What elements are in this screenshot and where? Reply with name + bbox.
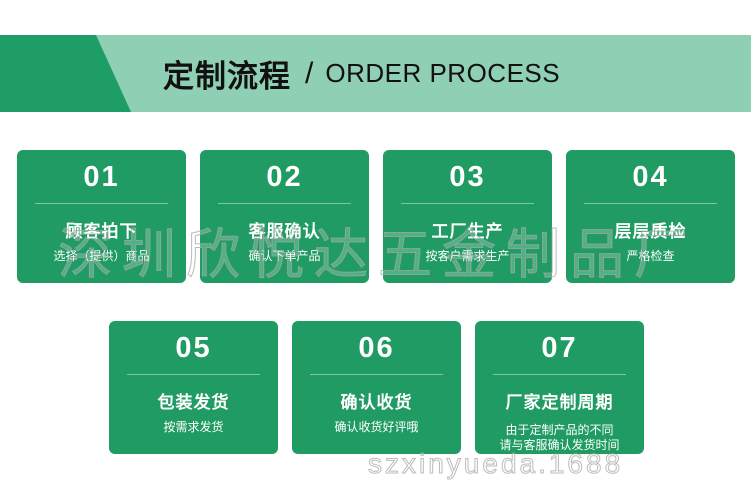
step-divider (493, 374, 626, 375)
step-title: 客服确认 (248, 222, 321, 241)
step-divider (218, 203, 351, 204)
title-separator: / (305, 56, 314, 90)
step-number: 05 (175, 332, 212, 364)
step-card-02: 02 客服确认 确认下单产品 (200, 150, 369, 283)
step-title: 厂家定制周期 (505, 393, 614, 412)
step-description: 严格检查 (626, 249, 675, 263)
step-divider (584, 203, 717, 204)
step-card-01: 01 顾客拍下 选择（提供）商品 (17, 150, 186, 283)
step-card-05: 05 包装发货 按需求发货 (109, 321, 278, 454)
title-english: ORDER PROCESS (325, 58, 561, 88)
step-number: 04 (632, 161, 669, 193)
step-description: 选择（提供）商品 (53, 249, 150, 263)
step-description: 确认收货好评哦 (334, 420, 419, 434)
step-description: 确认下单产品 (248, 249, 321, 263)
header-accent-shape (0, 35, 131, 112)
step-divider (35, 203, 168, 204)
page-title: 定制流程 / ORDER PROCESS (163, 35, 560, 112)
step-number: 06 (358, 332, 395, 364)
title-chinese: 定制流程 (163, 59, 291, 94)
step-title: 包装发货 (157, 393, 230, 412)
step-description: 按客户需求生产 (425, 249, 510, 263)
step-card-07: 07 厂家定制周期 由于定制产品的不同 请与客服确认发货时间 (475, 321, 644, 454)
step-number: 03 (449, 161, 486, 193)
step-number: 01 (83, 161, 120, 193)
step-title: 确认收货 (340, 393, 413, 412)
step-number: 07 (541, 332, 578, 364)
step-number: 02 (266, 161, 303, 193)
step-card-06: 06 确认收货 确认收货好评哦 (292, 321, 461, 454)
step-title: 层层质检 (614, 222, 687, 241)
step-title: 顾客拍下 (65, 222, 138, 241)
step-description: 按需求发货 (163, 420, 224, 434)
step-description-line-2: 请与客服确认发货时间 (499, 438, 620, 452)
step-divider (127, 374, 260, 375)
step-divider (310, 374, 443, 375)
step-description-line-1: 由于定制产品的不同 (505, 423, 614, 437)
step-divider (401, 203, 534, 204)
step-card-04: 04 层层质检 严格检查 (566, 150, 735, 283)
step-card-03: 03 工厂生产 按客户需求生产 (383, 150, 552, 283)
header-band: 定制流程 / ORDER PROCESS (0, 35, 751, 112)
step-title: 工厂生产 (431, 222, 504, 241)
